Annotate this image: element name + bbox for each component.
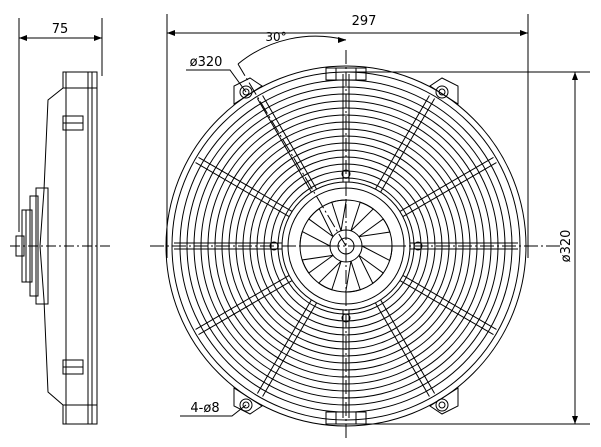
mount-hole-bore [438, 88, 446, 96]
angle-arc [237, 35, 347, 65]
angle-label: 30° [265, 30, 286, 44]
mount-hole [239, 85, 253, 99]
fan-front-view [150, 14, 590, 440]
guard-spoke [195, 162, 290, 218]
mount-lug-top-left [233, 77, 263, 105]
fan-blade [331, 199, 347, 231]
hub-attachment-point [341, 313, 351, 323]
guard-spoke [256, 98, 312, 193]
hub-attachment-point [413, 241, 423, 251]
diameter-label-right: ø320 [559, 230, 574, 263]
guard-spoke [380, 299, 436, 394]
guard-ring [228, 128, 464, 364]
guard-spoke [195, 274, 290, 330]
guard-ring [186, 86, 506, 406]
side-depth-label: 75 [52, 22, 69, 37]
fan-blade [350, 201, 375, 232]
hub-attachment-point [341, 169, 351, 179]
guard-spoke [256, 299, 312, 394]
guard-spoke [402, 274, 497, 330]
centerline-angled [237, 63, 347, 247]
hub-attachment-point [269, 241, 279, 251]
guard-ring [193, 93, 499, 399]
diameter-leader [186, 69, 247, 93]
fan-blade [299, 230, 331, 247]
mount-hole [435, 398, 449, 412]
fan-blade [358, 255, 384, 285]
guard-spoke [198, 280, 293, 336]
fan-blade [308, 207, 334, 237]
fan-side-view [10, 18, 112, 425]
mount-hole [435, 85, 449, 99]
fan-blade [361, 245, 393, 262]
fan-blade [358, 218, 391, 238]
guard-rings [179, 79, 513, 413]
mount-hole-bore [242, 88, 250, 96]
guard-ring [200, 100, 492, 392]
guard-ring [242, 142, 450, 350]
mount-holes [239, 85, 449, 412]
mount-hole [239, 398, 253, 412]
guard-ring [221, 121, 471, 371]
fan-blades [299, 199, 393, 293]
guard-ring [235, 135, 457, 357]
guard-spoke [380, 98, 436, 193]
guard-spoke [262, 302, 318, 397]
guard-ring [263, 163, 429, 329]
guard-spoke [262, 95, 318, 190]
guard-spoke [399, 156, 494, 212]
front-width-label: 297 [352, 14, 377, 29]
mount-hole-bore [242, 401, 250, 409]
fan-blade [345, 261, 361, 293]
guard-spoke [374, 302, 430, 397]
guard-ring [270, 170, 422, 322]
mount-lug-bottom-left [233, 387, 263, 415]
mount-holes-label: 4-ø8 [190, 401, 219, 416]
guard-ring [214, 114, 478, 378]
fan-blade [301, 254, 334, 274]
guard-ring [207, 107, 485, 385]
shroud-profile [39, 71, 98, 425]
fan-blade [317, 260, 342, 291]
guard-spokes [174, 74, 518, 418]
guard-spoke [399, 280, 494, 336]
guard-ring [256, 156, 436, 336]
guard-spoke [374, 95, 430, 190]
mount-hole-bore [438, 401, 446, 409]
guard-spoke [402, 162, 497, 218]
diameter-label-top: ø320 [190, 55, 223, 70]
guard-ring [249, 149, 443, 343]
guard-ring [179, 79, 513, 413]
guard-spoke [198, 156, 293, 212]
